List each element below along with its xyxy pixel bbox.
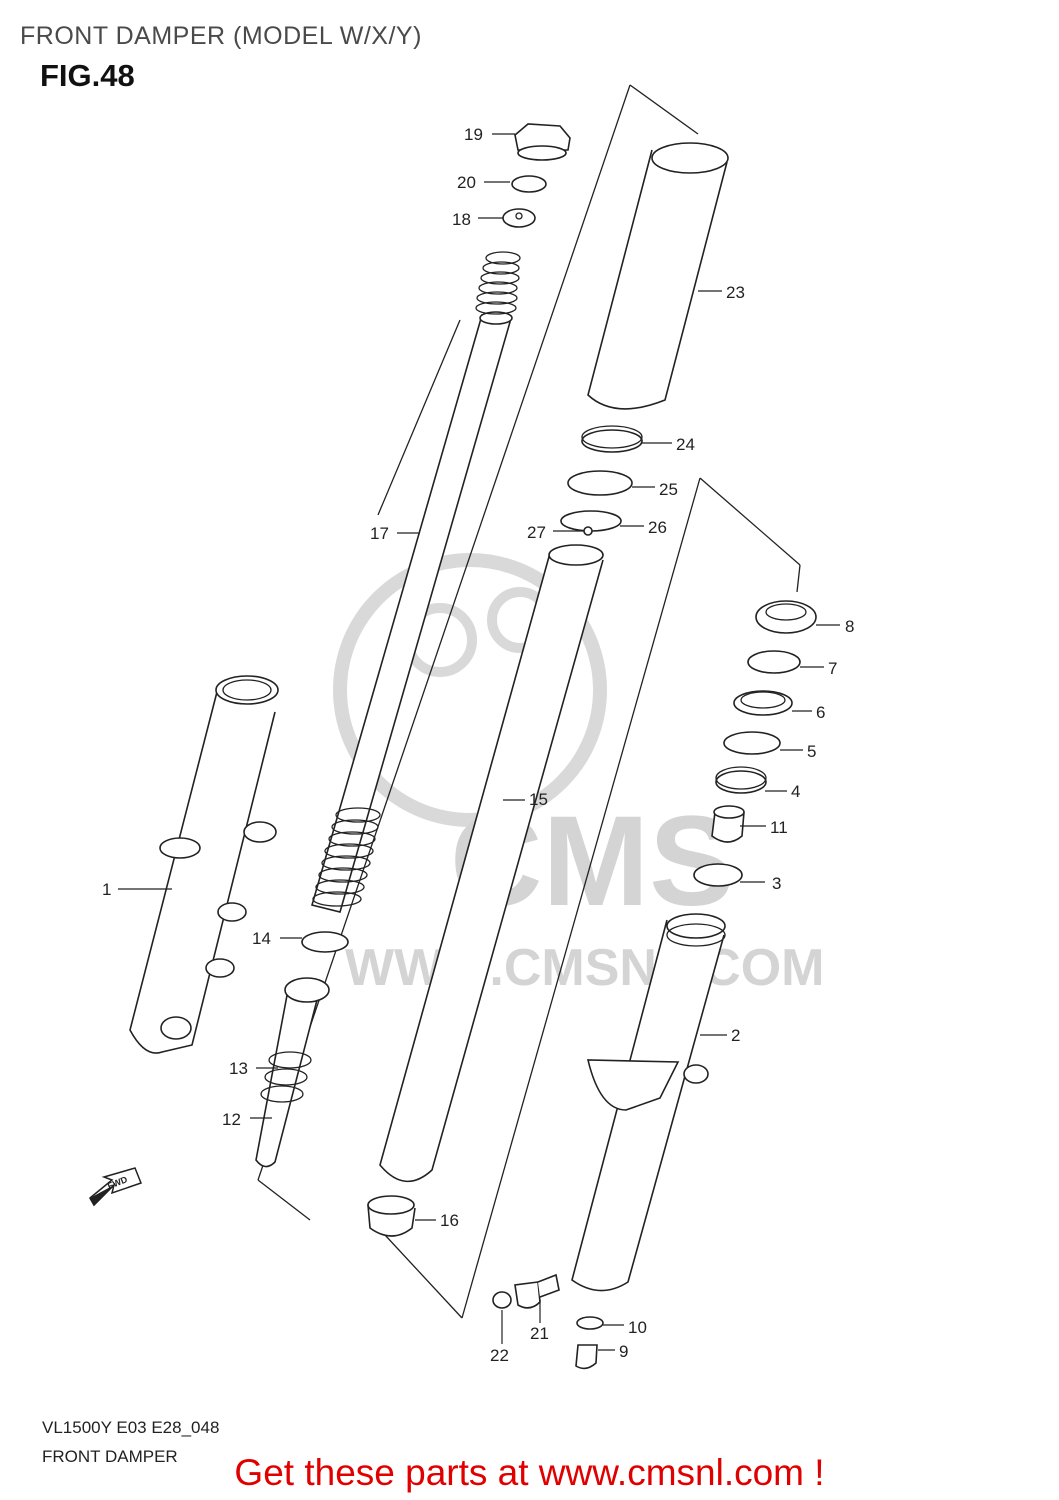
part-24-bushing — [581, 425, 643, 453]
callout-11: 11 — [770, 818, 788, 837]
part-16-bushing — [367, 1195, 416, 1237]
callout-13: 13 — [229, 1059, 248, 1078]
callout-26: 26 — [648, 518, 667, 537]
callout-21: 21 — [530, 1324, 549, 1343]
callout-5: 5 — [807, 742, 816, 761]
callout-10: 10 — [628, 1318, 647, 1337]
part-17-inner-rod — [311, 311, 513, 913]
callout-labels: 1 2 3 4 5 6 7 8 9 10 11 12 13 14 15 16 1… — [102, 125, 854, 1365]
part-2-outer-fork-leg — [571, 913, 726, 1292]
part-4-guide-bushing — [715, 766, 767, 794]
callout-2: 2 — [731, 1026, 740, 1045]
part-12-damper-rod-base — [255, 977, 330, 1168]
part-20-o-ring — [511, 175, 547, 193]
part-3-circlip — [693, 863, 743, 887]
part-19-cap-bolt — [514, 123, 571, 161]
callout-23: 23 — [726, 283, 745, 302]
callout-8: 8 — [845, 617, 854, 636]
callout-14: 14 — [252, 929, 271, 948]
part-22-cap — [492, 1291, 512, 1309]
part-8-dust-seal — [755, 600, 817, 634]
part-1-fork-slider — [129, 675, 279, 1054]
callout-7: 7 — [828, 659, 837, 678]
callout-24: 24 — [676, 435, 695, 454]
diagram-name: FRONT DAMPER — [42, 1447, 178, 1466]
figure-label: FIG.48 — [40, 58, 135, 93]
leader-lines — [118, 133, 840, 1351]
callout-12: 12 — [222, 1110, 241, 1129]
watermark-url: WWW.CMSNL.COM — [345, 939, 824, 997]
callout-16: 16 — [440, 1211, 459, 1230]
forward-direction-arrow-icon: FWD — [89, 1167, 142, 1207]
callout-4: 4 — [791, 782, 800, 801]
part-11-oil-lock-piece — [711, 805, 745, 843]
part-7-seal-washer — [747, 650, 801, 674]
part-18-spacer — [502, 208, 536, 228]
shop-link-banner[interactable]: Get these parts at www.cmsnl.com ! — [234, 1452, 825, 1493]
part-6-oil-seal — [733, 690, 793, 716]
callout-22: 22 — [490, 1346, 509, 1365]
part-9-bolt — [575, 1344, 598, 1370]
callout-19: 19 — [464, 125, 483, 144]
callout-27: 27 — [527, 523, 546, 542]
watermark-mascot-icon — [333, 553, 607, 827]
callout-1: 1 — [102, 880, 111, 899]
part-17-upper-spring — [475, 251, 521, 315]
callout-3: 3 — [772, 874, 781, 893]
part-10-gasket — [576, 1316, 604, 1330]
part-21-drain-bolt — [514, 1273, 560, 1309]
callout-6: 6 — [816, 703, 825, 722]
diagram-code: VL1500Y E03 E28_048 — [42, 1418, 220, 1437]
callout-15: 15 — [529, 790, 548, 809]
part-17-lower-spring — [312, 807, 381, 907]
part-13-piston-ring — [260, 1051, 312, 1103]
part-27-small-pin — [583, 526, 593, 536]
callout-20: 20 — [457, 173, 476, 192]
part-25-washer — [567, 470, 633, 496]
callout-25: 25 — [659, 480, 678, 499]
part-5-washer — [723, 731, 781, 755]
part-23-outer-tube — [587, 142, 729, 410]
part-15-inner-tube — [379, 544, 604, 1183]
part-14-o-ring — [301, 931, 349, 953]
callout-18: 18 — [452, 210, 471, 229]
page-title: FRONT DAMPER (MODEL W/X/Y) — [20, 22, 422, 50]
callout-17: 17 — [370, 524, 389, 543]
callout-9: 9 — [619, 1342, 628, 1361]
